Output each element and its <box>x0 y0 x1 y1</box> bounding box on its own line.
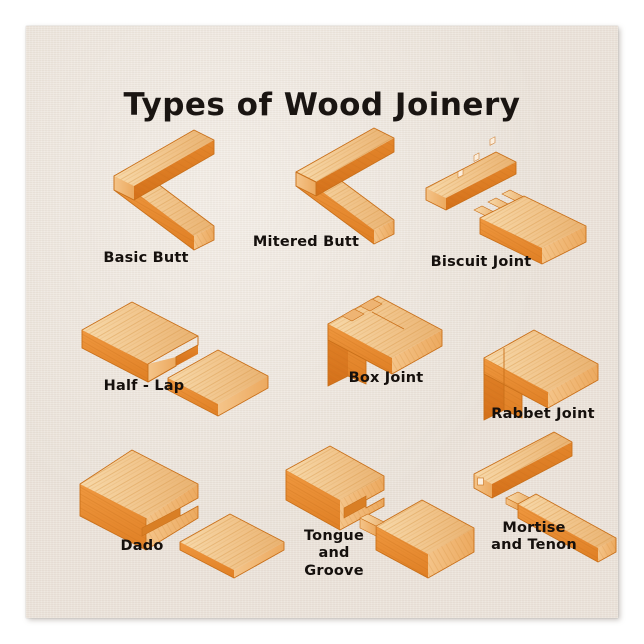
joint-illustration-dado <box>70 424 290 579</box>
joint-illustration-mitered-butt <box>274 124 414 249</box>
board-tongue <box>359 499 475 579</box>
board-slotted <box>425 136 517 211</box>
dado-groove <box>141 507 181 537</box>
page-title: Types of Wood Joinery <box>123 86 521 123</box>
board-upper <box>113 129 215 201</box>
board-upper <box>295 127 395 197</box>
board-thin <box>179 513 285 579</box>
joint-illustration-mortise-and-tenon <box>466 418 618 568</box>
joint-illustration-biscuit-joint <box>418 136 598 265</box>
joint-label-dado: Dado <box>120 538 164 554</box>
joint-label-box-joint: Box Joint <box>348 370 424 386</box>
joint-label-mortise-and-tenon: Mortise and Tenon <box>491 520 577 554</box>
poster: Types of Wood Joinery <box>26 26 618 618</box>
joint-label-tongue-and-groove: Tongue and Groove <box>304 528 364 579</box>
joint-illustration-box-joint <box>314 284 474 404</box>
board-mortise <box>473 431 573 499</box>
mortise-hole <box>477 477 484 486</box>
miter-line <box>295 171 317 183</box>
board-groove <box>285 445 385 531</box>
joint-label-biscuit-joint: Biscuit Joint <box>430 254 532 270</box>
finger-joint-marks <box>341 298 405 330</box>
board-grooved <box>79 449 199 551</box>
joint-label-rabbet-joint: Rabbet Joint <box>491 406 595 422</box>
board-base <box>479 195 587 265</box>
board-left <box>81 301 199 383</box>
joint-label-half-lap: Half - Lap <box>103 378 185 394</box>
joint-illustration-tongue-and-groove <box>274 424 484 579</box>
board-horizontal <box>483 329 599 409</box>
board-right <box>167 349 269 417</box>
joint-illustration-basic-butt <box>96 128 236 258</box>
joint-illustration-rabbet-joint <box>466 318 618 438</box>
groove-slot <box>343 495 367 519</box>
joint-label-mitered-butt: Mitered Butt <box>252 234 360 250</box>
joint-illustration-half-lap <box>72 278 272 417</box>
joint-label-basic-butt: Basic Butt <box>103 250 189 266</box>
board-tenon <box>505 491 617 563</box>
